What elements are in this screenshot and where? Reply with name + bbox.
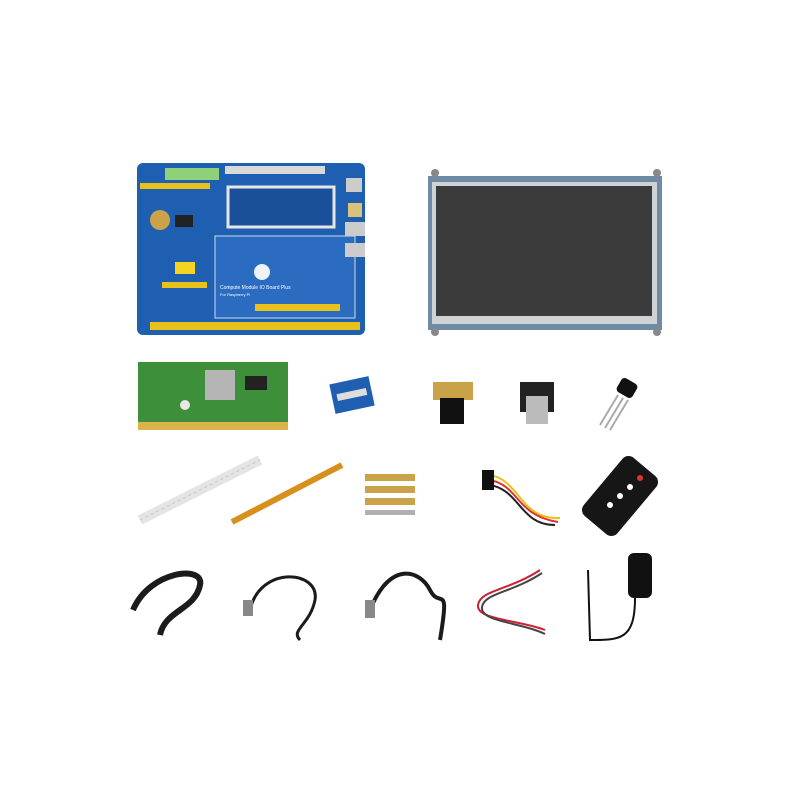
board-title: Compute Module IO Board Plus (220, 285, 291, 291)
jumper-wires (482, 470, 561, 526)
temperature-sensor (599, 378, 638, 431)
hdmi-adapter-a (433, 382, 473, 424)
hdmi-port (348, 203, 362, 217)
compute-module (138, 362, 288, 430)
usb-port (345, 222, 365, 236)
usb-micro-cable (243, 575, 317, 642)
usb-mini-cable (365, 571, 447, 641)
hdmi-adapter-b (520, 382, 554, 424)
usb-port (346, 178, 362, 192)
io-board: Compute Module IO Board Plus For Raspber… (137, 163, 365, 335)
pin-header (162, 282, 207, 288)
pin-header (140, 183, 210, 189)
fpc-connectors (225, 166, 325, 174)
soc-chip (205, 370, 235, 400)
coin-cell-holder (150, 210, 170, 230)
lcd-display (428, 169, 662, 336)
pin-header (150, 322, 360, 330)
usb-c-cable (130, 570, 204, 636)
lcd-screen (436, 186, 652, 316)
pin-header (255, 304, 340, 311)
board-subtitle: For Raspberry Pi (220, 292, 250, 297)
raspberry-logo (180, 400, 190, 410)
ir-remote (581, 456, 659, 536)
power-adapter (587, 553, 652, 642)
copper-standoffs (365, 474, 415, 515)
usb-port (345, 243, 365, 257)
dupont-wires (477, 569, 546, 635)
buzzer (254, 264, 270, 280)
ribbon-cable (137, 455, 263, 525)
fpc-cable (230, 462, 344, 525)
terminal-block (165, 168, 219, 180)
fpc-adapter (329, 376, 375, 414)
